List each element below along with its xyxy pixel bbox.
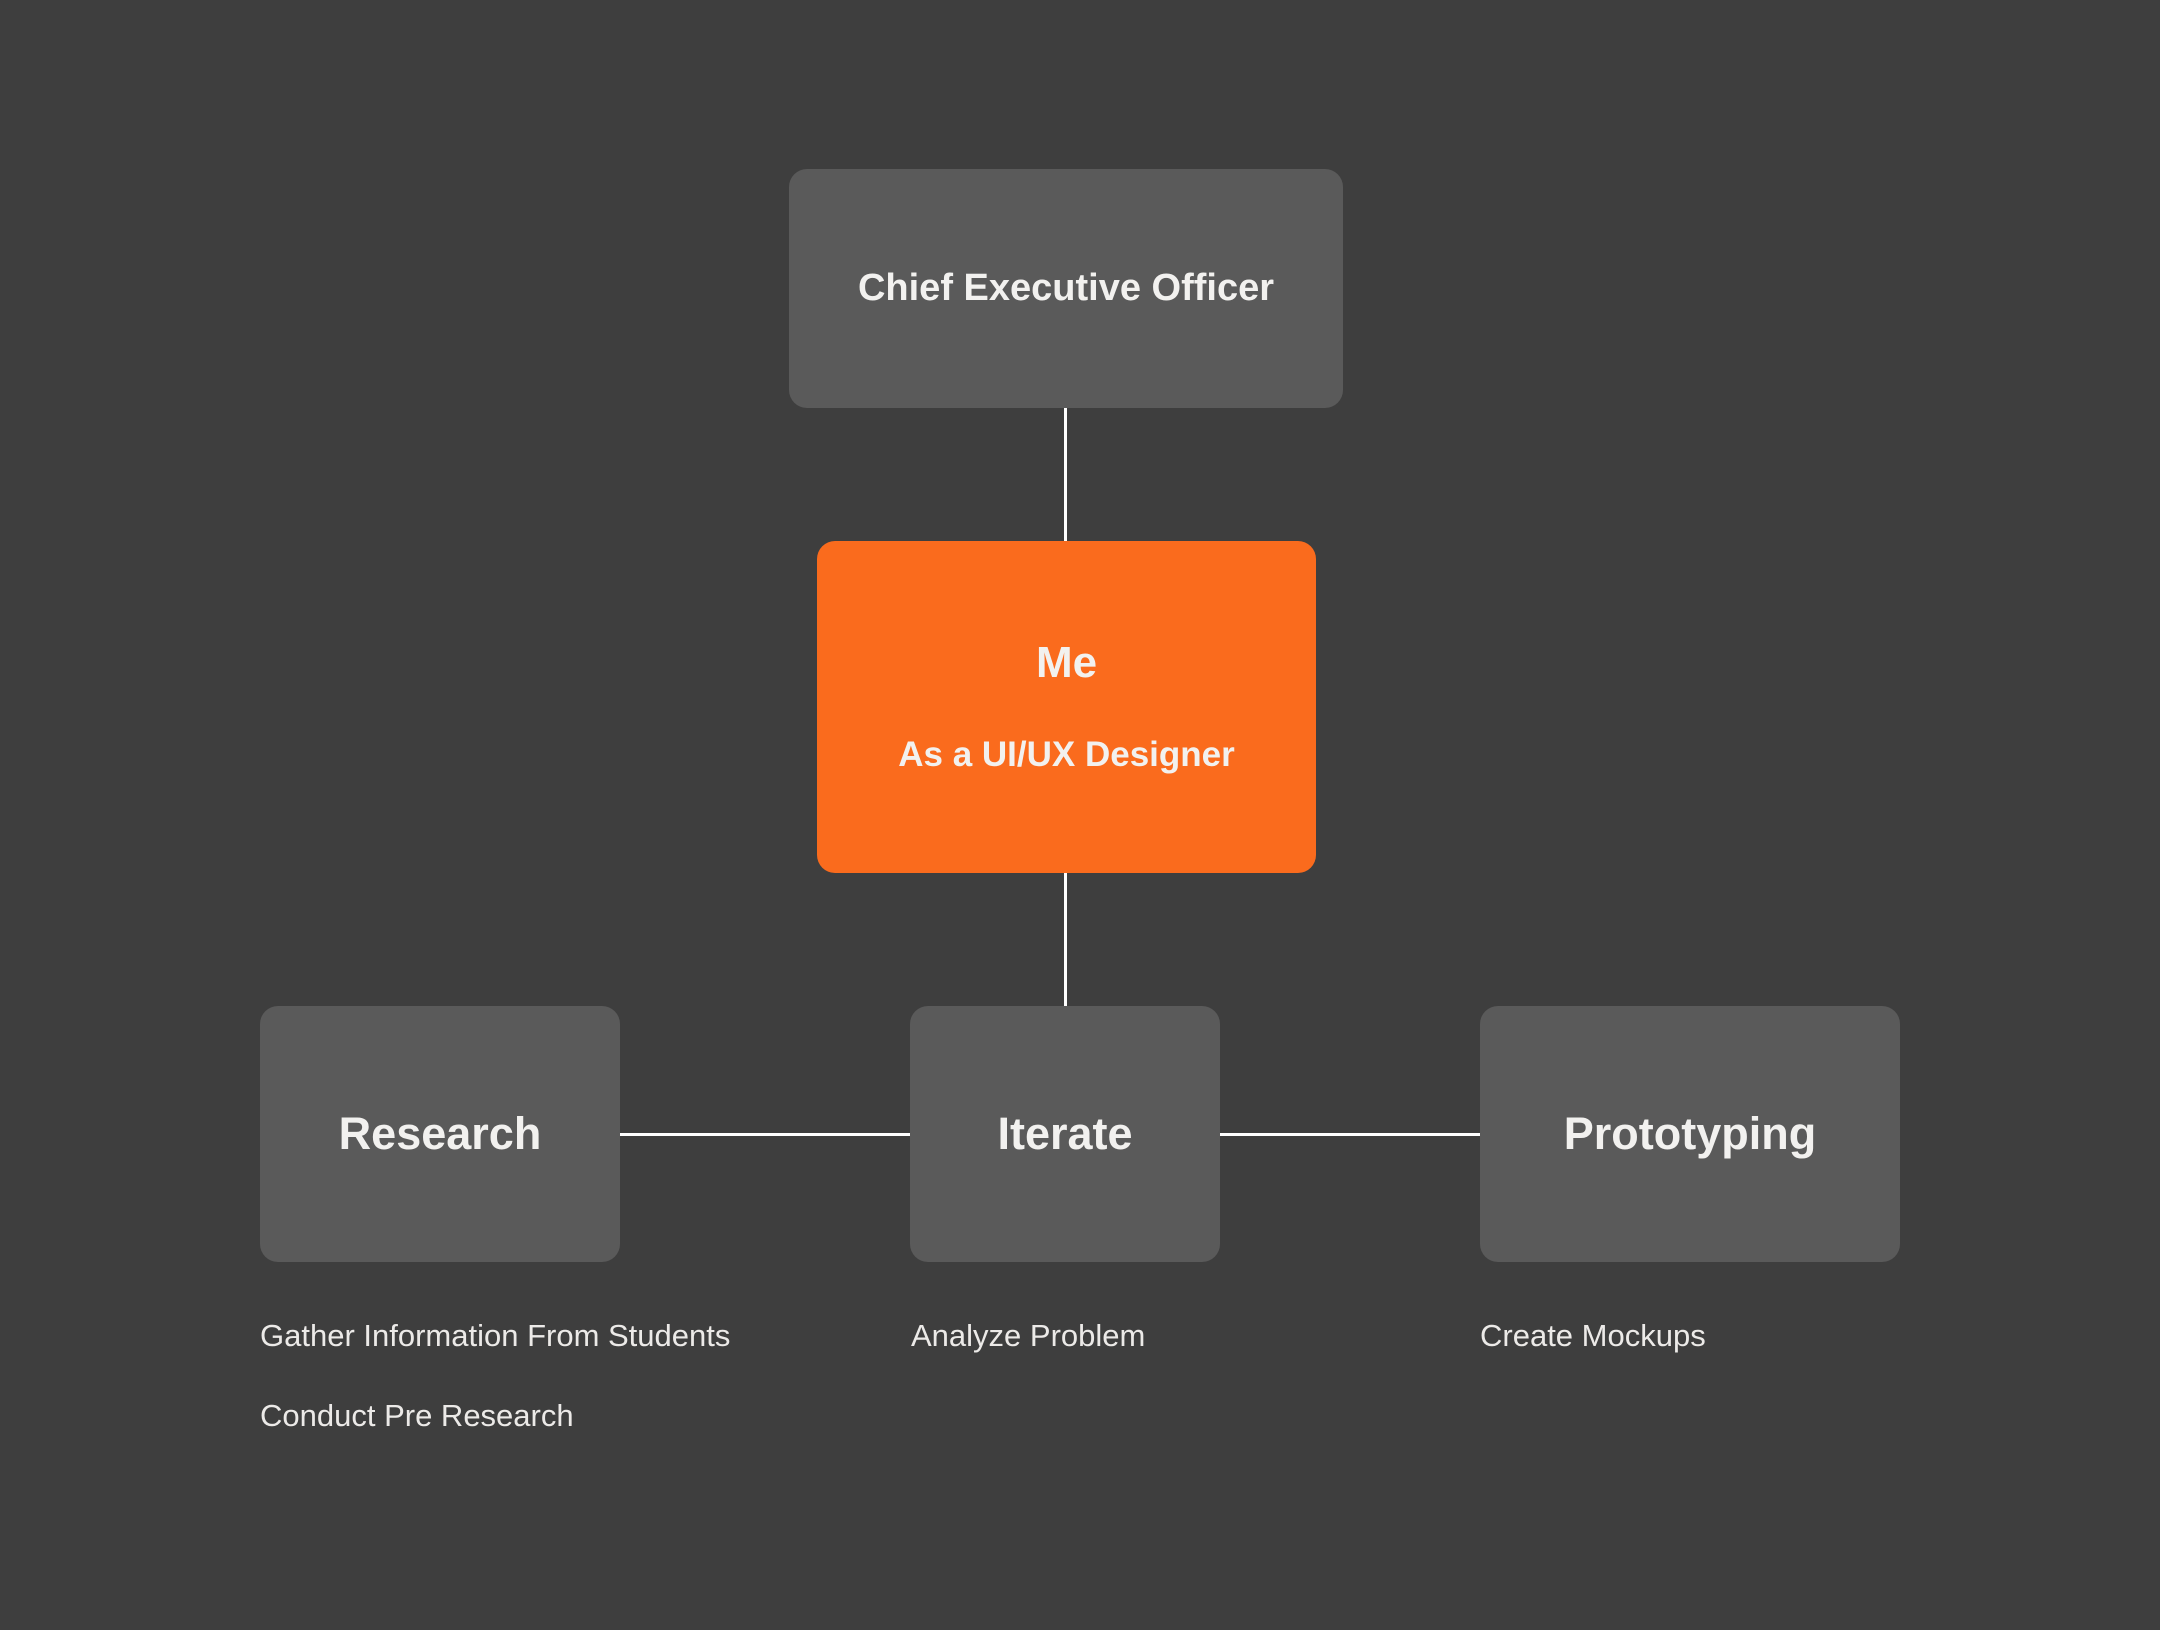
node-iterate[interactable]: Iterate [910, 1006, 1220, 1262]
research-note: Conduct Pre Research [260, 1398, 574, 1433]
ceo-label: Chief Executive Officer [857, 266, 1275, 309]
iterate-note: Analyze Problem [911, 1318, 1146, 1353]
node-research[interactable]: Research [260, 1006, 620, 1262]
prototyping-label: Prototyping [1563, 1108, 1817, 1159]
connector-ceo-me [1064, 408, 1067, 541]
connector-iterate-prototyping [1220, 1133, 1480, 1136]
node-prototyping[interactable]: Prototyping [1480, 1006, 1900, 1262]
node-me[interactable]: Me As a UI/UX Designer [817, 541, 1316, 873]
research-label: Research [338, 1108, 542, 1159]
connector-research-iterate [620, 1133, 910, 1136]
connector-me-iterate [1064, 873, 1067, 1006]
me-subtitle: As a UI/UX Designer [898, 735, 1235, 774]
research-note: Gather Information From Students [260, 1318, 731, 1353]
iterate-label: Iterate [997, 1108, 1133, 1159]
node-ceo[interactable]: Chief Executive Officer [789, 169, 1343, 408]
me-title: Me [1035, 638, 1098, 687]
prototyping-note: Create Mockups [1480, 1318, 1706, 1353]
